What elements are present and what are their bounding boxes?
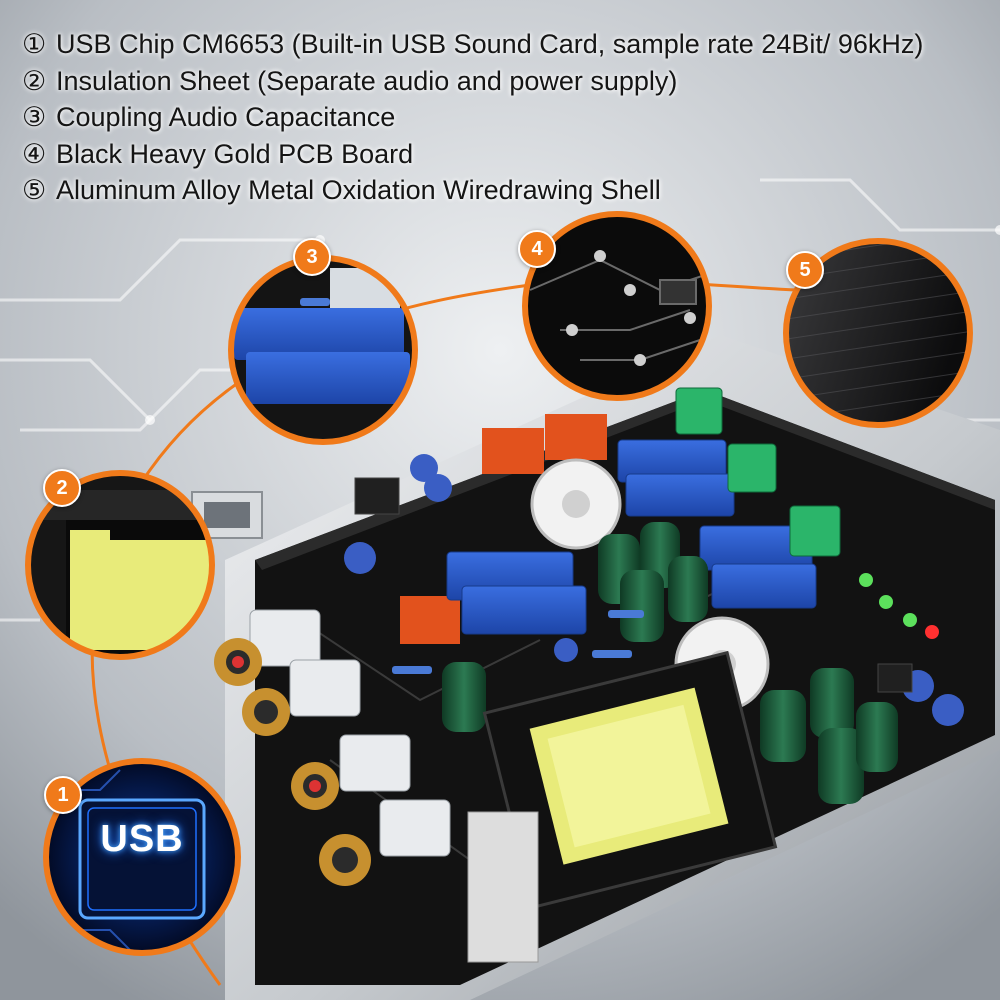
feature-marker: ④: [22, 138, 47, 169]
feature-list: ① USB Chip CM6653 (Built-in USB Sound Car…: [22, 26, 923, 209]
feature-marker: ②: [22, 65, 47, 96]
callout-badge-3: 3: [293, 238, 331, 276]
feature-text: Aluminum Alloy Metal Oxidation Wiredrawi…: [56, 175, 661, 205]
callout-badge-2: 2: [43, 469, 81, 507]
feature-text: USB Chip CM6653 (Built-in USB Sound Card…: [56, 29, 924, 59]
feature-text: Coupling Audio Capacitance: [56, 102, 396, 132]
feature-marker: ③: [22, 102, 47, 132]
callout-badge-5: 5: [786, 251, 824, 289]
feature-item: ⑤ Aluminum Alloy Metal Oxidation Wiredraw…: [22, 172, 923, 209]
feature-item: ② Insulation Sheet (Separate audio and po…: [22, 63, 923, 100]
feature-item: ④ Black Heavy Gold PCB Board: [22, 136, 923, 173]
feature-item: ③ Coupling Audio Capacitance: [22, 99, 923, 136]
callout-badge-1: 1: [44, 776, 82, 814]
feature-text: Black Heavy Gold PCB Board: [56, 138, 414, 169]
feature-item: ① USB Chip CM6653 (Built-in USB Sound Car…: [22, 26, 923, 63]
feature-marker: ⑤: [22, 175, 47, 205]
usb-label: USB: [100, 818, 184, 860]
callout-badge-4: 4: [518, 230, 556, 268]
feature-text: Insulation Sheet (Separate audio and pow…: [56, 65, 678, 96]
feature-marker: ①: [22, 29, 47, 59]
